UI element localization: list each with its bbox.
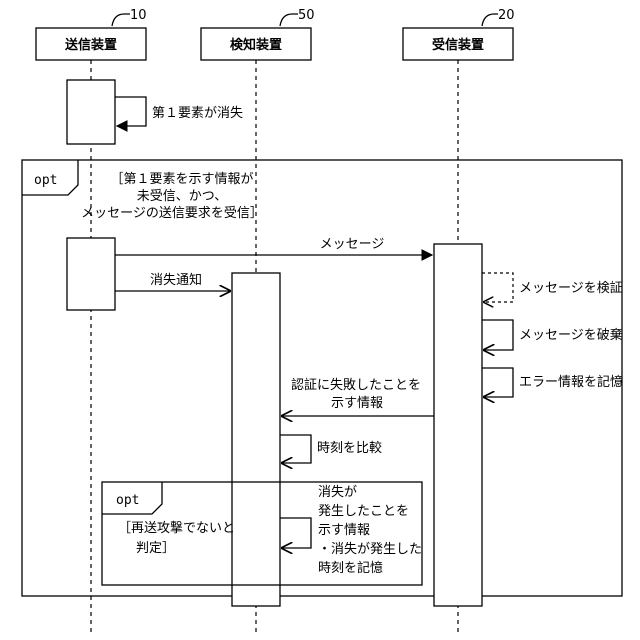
- self-arrow-loss: [115, 97, 146, 126]
- opt-outer-guard-1: ［第１要素を示す情報が: [110, 172, 253, 187]
- self-arrow-record-error: [482, 368, 513, 397]
- ref-receiver: 20: [482, 8, 515, 26]
- self-arrow-discard: [482, 320, 513, 350]
- msg-message-label: メッセージ: [320, 237, 385, 252]
- ref-sender: 10: [112, 8, 147, 26]
- activation-sender-2: [67, 238, 115, 310]
- opt-outer-operator: opt: [34, 173, 57, 188]
- ref-detector-label: 50: [298, 8, 315, 23]
- msg-verify-label: メッセージを検証: [519, 281, 623, 296]
- opt-outer-guard-3: メッセージの送信要求を受信］: [81, 206, 263, 221]
- msg-auth-failed-line1: 認証に失敗したことを: [291, 377, 421, 393]
- msg-auth-failed-line2: 示す情報: [331, 396, 383, 411]
- msg-loss-label: 第１要素が消失: [152, 106, 243, 121]
- msg-record-error-label: エラー情報を記憶: [519, 374, 623, 390]
- opt-inner-guard-1: ［再送攻撃でないと: [118, 520, 235, 536]
- ref-sender-label: 10: [130, 8, 147, 23]
- activation-receiver: [434, 244, 482, 606]
- opt-inner-operator: opt: [116, 493, 139, 508]
- participant-sender-label: 送信装置: [64, 37, 117, 53]
- participant-detector-label: 検知装置: [230, 37, 282, 53]
- activation-detector: [232, 273, 280, 606]
- ref-receiver-label: 20: [498, 8, 515, 23]
- note-line-3: 示す情報: [318, 523, 370, 538]
- msg-discard-label: メッセージを破棄: [519, 328, 623, 343]
- note-line-4: ・消失が発生した: [318, 542, 422, 557]
- msg-compare-time-label: 時刻を比較: [317, 441, 382, 456]
- ref-detector: 50: [280, 8, 315, 26]
- participant-detector: 検知装置: [201, 28, 311, 60]
- self-arrow-compare-time: [280, 435, 311, 463]
- participant-sender: 送信装置: [36, 28, 146, 60]
- msg-loss-notification-label: 消失通知: [150, 272, 202, 288]
- self-arrow-verify: [482, 273, 513, 302]
- note-line-5: 時刻を記憶: [318, 560, 383, 576]
- participant-receiver-label: 受信装置: [432, 37, 484, 53]
- opt-inner-guard-2: 判定］: [136, 541, 175, 556]
- note-line-1: 消失が: [318, 485, 357, 500]
- opt-outer-guard-2: 未受信、かつ、: [137, 189, 227, 204]
- participant-receiver: 受信装置: [403, 28, 513, 60]
- note-line-2: 発生したことを: [318, 504, 409, 519]
- self-arrow-store-info: [280, 518, 311, 548]
- activation-sender-1: [67, 80, 115, 144]
